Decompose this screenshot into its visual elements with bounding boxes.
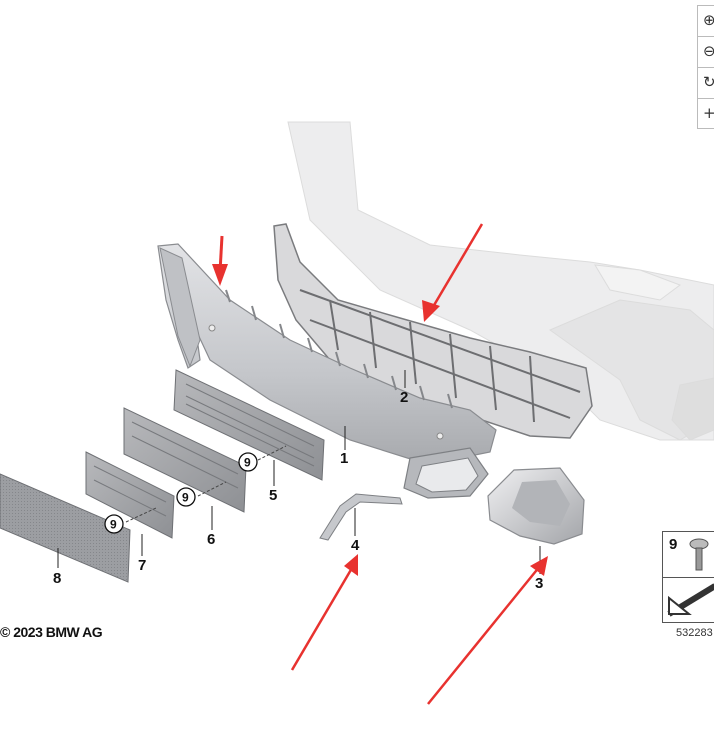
screw-icon <box>689 538 709 571</box>
zoom-toolbar: ⊕ ⊖ ↻ + <box>697 5 714 129</box>
arrow-chrome-strip-icon <box>290 554 358 671</box>
part-1-bumper-panel <box>157 243 497 499</box>
arrow-grille-icon <box>422 223 484 322</box>
copyright-notice: © 2023 BMW AG <box>0 624 103 640</box>
svg-text:9: 9 <box>244 456 251 470</box>
arrow-corner-trim-icon <box>427 556 548 705</box>
callout-2: 2 <box>400 389 408 406</box>
legend-divider <box>663 577 714 578</box>
diagram-code: 532283 <box>676 627 713 639</box>
callout-8: 8 <box>53 570 61 587</box>
callout-6: 6 <box>207 531 215 548</box>
callout-4: 4 <box>351 537 360 554</box>
screw-set <box>125 445 287 523</box>
svg-text:9: 9 <box>110 518 117 532</box>
callout-7: 7 <box>138 557 146 574</box>
rotate-icon[interactable]: ↻ <box>697 67 714 98</box>
legend-number: 9 <box>669 536 678 553</box>
part-5-plate-bracket <box>173 369 325 481</box>
pan-icon[interactable]: + <box>697 98 714 129</box>
callout-1: 1 <box>340 450 348 467</box>
zoom-out-icon[interactable]: ⊖ <box>697 36 714 67</box>
svg-text:9: 9 <box>182 491 189 505</box>
circled-callout-9a: 9 <box>238 452 258 472</box>
legend-box: 9 <box>662 531 714 623</box>
circled-callout-9b: 9 <box>176 487 196 507</box>
arrow-down-icon <box>212 235 228 286</box>
part-4-chrome-strip <box>319 493 403 541</box>
install-direction-icon <box>667 583 714 617</box>
circled-callout-9c: 9 <box>104 514 124 534</box>
part-6-plate-holder <box>123 407 247 513</box>
part-7-plate-base <box>85 451 175 539</box>
part-8-textured-panel <box>0 473 131 583</box>
callout-3: 3 <box>535 575 543 592</box>
callout-5: 5 <box>269 487 277 504</box>
red-annotation-arrows <box>212 223 548 705</box>
ghost-car-body <box>287 121 714 441</box>
zoom-in-icon[interactable]: ⊕ <box>697 5 714 36</box>
part-2-grille-carrier <box>273 223 593 439</box>
